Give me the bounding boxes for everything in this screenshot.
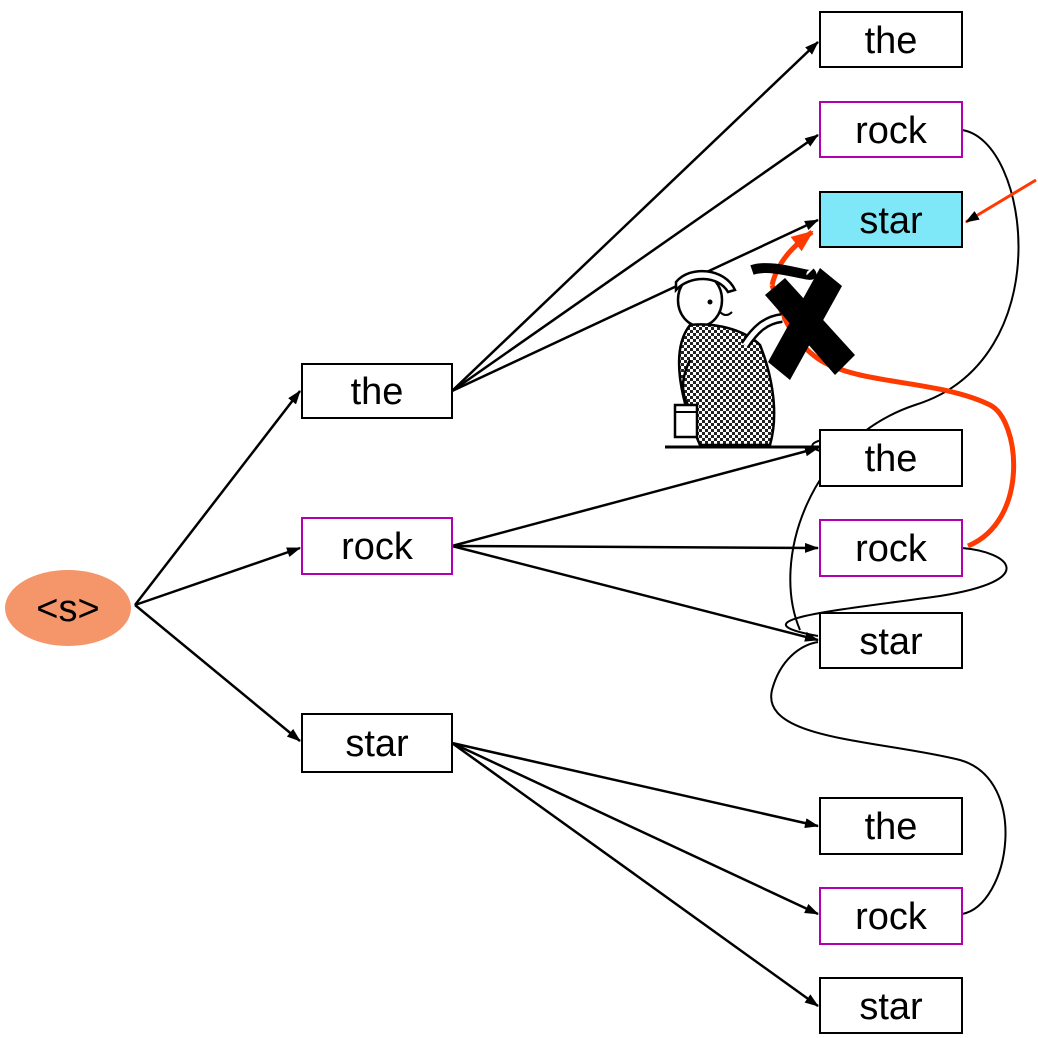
level2-node-label: the — [865, 806, 918, 848]
level2-node-star: star — [819, 977, 963, 1034]
level2-nodes: the rock star the rock star the rock — [819, 11, 963, 1034]
edge-rock-star — [451, 544, 819, 642]
edge-start-star — [134, 604, 301, 742]
red-arrow-incoming — [965, 178, 1037, 224]
level2-node-label: the — [865, 20, 918, 62]
curve-rock3-to-star2 — [770, 641, 1007, 915]
edge-star-the — [451, 741, 819, 829]
level2-node-label: rock — [855, 528, 928, 570]
start-node-label: <s> — [36, 588, 99, 630]
level2-node-the: the — [819, 429, 963, 487]
level1-node-star: star — [301, 713, 453, 773]
edge-the-rock — [451, 133, 819, 393]
level1-node-label: the — [351, 371, 404, 413]
curve-rock2-loop — [785, 547, 1008, 637]
level2-node-star: star — [819, 612, 963, 669]
start-node: <s> — [5, 570, 131, 646]
level2-node-rock: rock — [819, 101, 963, 158]
level2-node-label: star — [859, 200, 923, 242]
edge-start-rock — [134, 546, 301, 607]
level2-node-star-highlight: star — [819, 191, 963, 248]
edge-rock-rock — [451, 542, 819, 553]
level2-node-label: the — [865, 438, 918, 480]
level2-node-rock: rock — [819, 887, 963, 945]
edge-the-the — [451, 41, 819, 392]
level2-node-label: star — [859, 621, 923, 663]
curve-rock1-to-the2 — [789, 129, 1020, 631]
edge-rock-the — [451, 446, 819, 548]
cross-out-icon — [750, 263, 855, 380]
level2-node-label: rock — [855, 110, 928, 152]
level1-node-rock: rock — [301, 517, 453, 575]
level2-node-label: rock — [855, 896, 928, 938]
level1-node-label: rock — [341, 526, 414, 568]
level2-node-the: the — [819, 11, 963, 68]
edge-star-star — [451, 741, 819, 1008]
level1-node-label: star — [345, 723, 409, 765]
edge-star-rock — [451, 741, 819, 916]
curved-connectors — [770, 129, 1020, 915]
edges-level2 — [451, 41, 819, 1008]
edge-the-star — [451, 218, 819, 393]
painter-worker-icon — [665, 269, 848, 449]
start-node-ellipse — [5, 570, 131, 646]
level2-node-rock: rock — [819, 519, 963, 577]
edge-start-the — [134, 390, 301, 606]
red-arrow-up — [769, 230, 814, 286]
level1-node-the: the — [301, 363, 453, 419]
level2-node-the: the — [819, 797, 963, 855]
edges-start — [134, 390, 301, 742]
level1-nodes: the rock star — [301, 363, 453, 773]
level2-node-label: star — [859, 986, 923, 1028]
